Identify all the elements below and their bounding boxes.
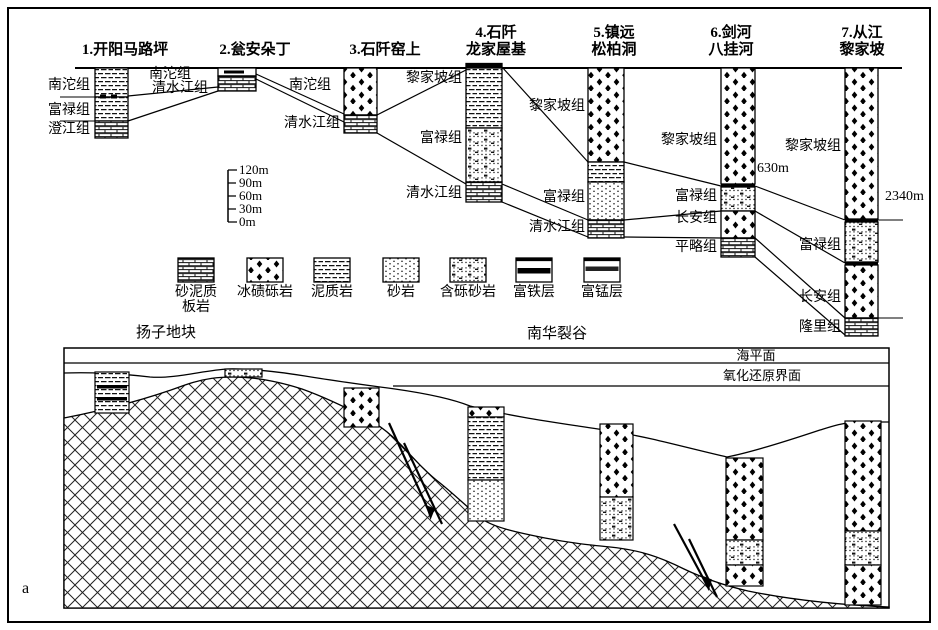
correlation-lines: [60, 66, 903, 336]
thickness-label-630m: 630m: [757, 161, 789, 176]
strat-columns-lower: [94, 368, 882, 606]
section-col-a: [94, 371, 130, 414]
figure-border: [7, 7, 931, 623]
column-4-longjiawuji: [465, 62, 503, 203]
legend-swatch-diamictite: [246, 257, 284, 283]
legend-label-iron-layer: 富铁层: [513, 285, 555, 300]
unit-label: 隆里组: [799, 320, 841, 335]
unit-label: 富禄组: [675, 189, 717, 204]
region-label-nanhua-rift: 南华裂谷: [526, 326, 588, 342]
legend-swatch-mudstone: [313, 257, 351, 283]
legend-swatch-slate: [177, 257, 215, 283]
section-col-g: [844, 420, 882, 606]
sea-level-label: 海平面: [736, 348, 776, 363]
column-1-kaiyang: [94, 67, 129, 139]
legend-swatches: [177, 257, 621, 283]
section-col-b: [224, 368, 263, 378]
fault-symbols: [387, 422, 718, 598]
column-2-wengan: [217, 67, 257, 92]
column-title-2: 2.瓮安朵丁: [219, 42, 291, 58]
unit-label: 澄江组: [48, 122, 90, 137]
column-title-7: 7.从江 黎家坡: [839, 25, 885, 58]
column-title-5: 5.镇远 松柏洞: [591, 25, 637, 58]
section-col-f: [725, 457, 764, 587]
cross-section-panel: [63, 347, 890, 609]
scale-tick-label: 0m: [239, 214, 256, 229]
unit-label: 富禄组: [799, 238, 841, 253]
unit-label: 清水江组: [152, 81, 208, 96]
column-7-lijiapo: [844, 67, 879, 337]
unit-label: 富禄组: [543, 190, 585, 205]
column-title-4: 4.石阡 龙家屋基: [465, 25, 527, 58]
unit-label: 富禄组: [420, 131, 462, 146]
panel-letter: a: [22, 580, 30, 597]
unit-label: 黎家坡组: [529, 99, 585, 114]
legend-label-sandstone: 砂岩: [387, 285, 415, 300]
legend-label-diamictite: 冰碛砾岩: [237, 285, 293, 300]
legend-label-pebbly-sandstone: 含砾砂岩: [440, 285, 496, 300]
unit-label: 黎家坡组: [661, 133, 717, 148]
legend-swatch-manganese-layer: [583, 257, 621, 283]
scale-bar: [227, 169, 237, 223]
section-col-e: [599, 423, 634, 541]
column-title-6: 6.剑河 八挂河: [708, 25, 754, 58]
unit-label: 清水江组: [406, 186, 462, 201]
column-3-shiqian-yaoshang: [343, 67, 378, 134]
unit-label: 长安组: [799, 290, 841, 305]
scale-tick-label: 30m: [239, 201, 263, 216]
unit-label: 南沱组: [149, 67, 191, 82]
legend-swatch-pebbly-sandstone: [449, 257, 487, 283]
redox-interface-label: 氧化还原界面: [722, 368, 802, 383]
section-col-c: [343, 387, 380, 428]
region-label-yangtze-block: 扬子地块: [135, 325, 197, 341]
unit-label: 黎家坡组: [406, 71, 462, 86]
column-6-baguahe: [720, 67, 756, 258]
fault-1-arrow: [425, 505, 435, 520]
scale-tick-label: 90m: [239, 175, 263, 190]
unit-label: 南沱组: [48, 78, 90, 93]
section-col-d: [467, 406, 505, 522]
legend-swatch-iron-layer: [515, 257, 553, 283]
seafloor-line: [63, 368, 889, 458]
column-5-songbaidong: [587, 67, 625, 239]
column-title-1: 1.开阳马路坪: [81, 42, 169, 58]
unit-label: 清水江组: [529, 220, 585, 235]
scale-tick-label: 120m: [239, 162, 269, 177]
legend-label-manganese-layer: 富锰层: [581, 285, 623, 300]
fault-2-arrow: [703, 576, 712, 591]
unit-label: 南沱组: [289, 78, 331, 93]
legend-label-slate: 砂泥质 板岩: [175, 285, 217, 315]
fault-2-trace: [673, 523, 710, 590]
unit-label: 长安组: [675, 211, 717, 226]
legend-label-mudstone: 泥质岩: [311, 285, 353, 300]
unit-label: 黎家坡组: [785, 139, 841, 154]
column-title-3: 3.石阡窑上: [349, 42, 421, 58]
scale-tick-label: 60m: [239, 188, 263, 203]
unit-label: 清水江组: [284, 116, 340, 131]
unit-label: 平略组: [675, 240, 717, 255]
strat-columns-upper: [94, 62, 879, 337]
unit-label: 富禄组: [48, 103, 90, 118]
thickness-label-2340m: 2340m: [885, 189, 924, 204]
legend-swatch-sandstone: [382, 257, 420, 283]
fault-1-trace: [387, 422, 433, 517]
